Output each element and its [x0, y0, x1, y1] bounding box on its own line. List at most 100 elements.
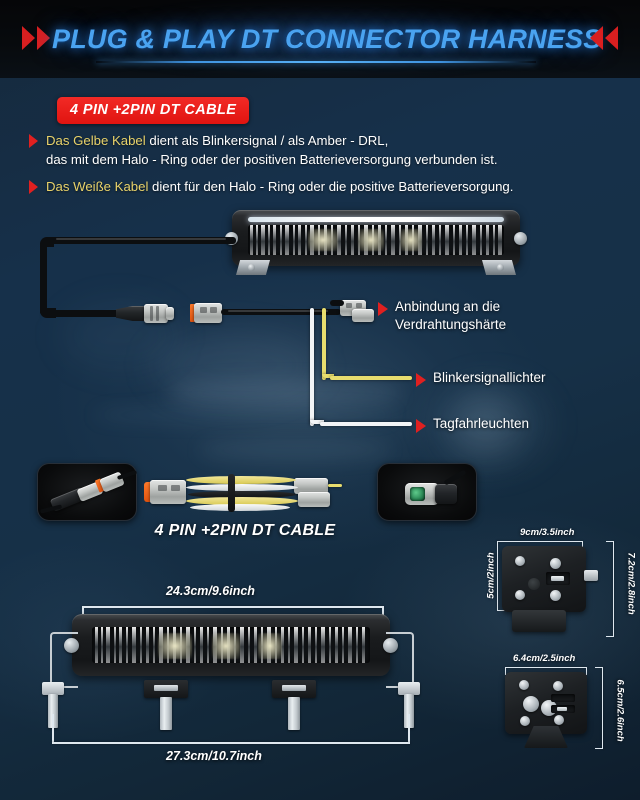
thumbnail-connector-pair	[37, 463, 137, 521]
led-light-bar-top	[225, 210, 527, 275]
dimension-line	[497, 541, 583, 542]
bolt-head-left	[42, 682, 64, 695]
cable-highlight	[56, 238, 226, 240]
bracket-stud-top	[584, 570, 598, 581]
bullet-white-wire: Das Weiße Kabel dient für den Halo - Rin…	[29, 177, 619, 196]
connector-rib	[158, 485, 167, 491]
bullet-highlight: Das Gelbe Kabel	[46, 133, 146, 148]
dimension-tick	[606, 636, 614, 637]
bracket-slot-insert	[551, 576, 564, 581]
bolt-shaft-right	[404, 694, 414, 728]
bolt-shaft-left	[48, 694, 58, 728]
background-blur-sweep	[200, 440, 390, 460]
mount-foot-insert	[154, 685, 178, 691]
callout-turn-signal: Blinkersignallichter	[416, 369, 546, 387]
main-cable-horizontal	[46, 237, 236, 244]
main-cable-left-vertical	[40, 241, 47, 315]
bracket-screw	[553, 681, 563, 691]
dimension-bar-total-width: 27.3cm/10.7inch	[166, 749, 262, 763]
dimension-line	[505, 667, 587, 668]
bracket-slot-insert	[557, 707, 567, 711]
thumbnail-connector-face	[377, 463, 477, 521]
connector-wedge-lock	[190, 304, 195, 322]
side-mount-knob	[383, 638, 398, 653]
bracket-photo-top	[502, 546, 586, 612]
dimension-line-top	[82, 606, 384, 608]
halo-ring-strip	[248, 217, 504, 222]
connector-rib	[200, 307, 207, 313]
dimension-bracket-top-right-height: 7.2cm/2.8inch	[625, 552, 637, 615]
triangle-right-icon	[29, 134, 38, 148]
thumbnail-wire	[39, 504, 63, 514]
dt-connector-right-2	[298, 492, 330, 507]
title-underline	[96, 61, 536, 63]
connector-rib	[171, 485, 180, 491]
dimension-tick	[582, 541, 583, 549]
bolt-shaft-inner-left	[160, 697, 172, 730]
triangle-right-icon	[378, 302, 388, 316]
connector-rib	[356, 303, 362, 308]
bracket-photo-bottom	[505, 672, 587, 734]
double-triangle-right-icon	[37, 26, 50, 50]
bracket-screw	[515, 590, 525, 600]
callout-line2: Verdrahtungshärte	[395, 317, 507, 332]
yellow-wire-vertical	[322, 308, 326, 380]
bracket-screw	[497, 264, 504, 271]
bracket-screw	[520, 716, 530, 726]
triangle-right-icon	[416, 419, 426, 433]
dimension-tick	[595, 748, 603, 749]
bullet-line2: das mit dem Halo - Ring oder der positiv…	[46, 152, 498, 167]
bullet-text: Das Gelbe Kabel dient als Blinkersignal …	[46, 131, 498, 169]
callout-text: Tagfahrleuchten	[433, 416, 530, 431]
bar-lead-cable	[330, 300, 344, 306]
header-arrows-left	[22, 26, 50, 50]
connector-rib	[156, 306, 159, 321]
harness-cable-run	[221, 309, 341, 315]
main-cable-bottom-horizontal	[52, 310, 120, 317]
triangle-right-icon	[29, 180, 38, 194]
connector-rib	[150, 306, 153, 321]
cable-type-badge: 4 PIN +2PIN DT CABLE	[57, 97, 250, 124]
header-banner: PLUG & PLAY DT CONNECTOR HARNESS	[0, 0, 640, 78]
white-wire-bend	[310, 420, 324, 424]
bracket-screw	[554, 715, 564, 725]
led-light-bar-bottom	[64, 614, 398, 680]
connector-rib	[346, 303, 352, 308]
main-cable-bend-bottom	[40, 308, 56, 318]
callout-text: Anbindung an die Verdrahtungshärte	[395, 298, 506, 334]
dimension-line	[602, 667, 603, 749]
dimension-tick	[606, 541, 614, 542]
bracket-arm-left	[50, 632, 78, 688]
dimension-tick	[382, 606, 384, 619]
double-triangle-left-icon	[605, 26, 618, 50]
connector-rear-boot	[435, 484, 457, 504]
bracket-screw-large	[523, 696, 539, 712]
dimension-bracket-top-width: 9cm/3.5inch	[520, 527, 575, 538]
bracket-arm-right	[386, 632, 414, 688]
background-blur-grille	[95, 408, 395, 422]
dt-connector-right	[294, 478, 328, 494]
callout-wiring-harness: Anbindung an die Verdrahtungshärte	[378, 298, 506, 334]
cable-boot	[116, 306, 146, 321]
dimension-tick	[586, 667, 587, 675]
light-bar-lens	[92, 627, 370, 663]
thumbnail-wire	[443, 469, 467, 486]
dimension-tick	[497, 610, 505, 611]
dimension-bracket-top-left-height: 5cm/2inch	[485, 552, 497, 599]
dt-connector-left	[150, 480, 186, 504]
bracket-screw	[515, 556, 525, 566]
double-triangle-left-icon	[590, 26, 603, 50]
mount-foot-insert	[282, 685, 306, 691]
bracket-foot-top	[512, 610, 566, 632]
dimension-tick	[82, 606, 84, 619]
cable-highlight	[228, 310, 328, 312]
coiled-harness-illustration	[142, 466, 342, 520]
white-wire-vertical	[310, 308, 314, 426]
callout-line1: Anbindung an die	[395, 299, 501, 314]
dimension-line	[497, 541, 498, 611]
bullet-rest: dient als Blinkersignal / als Amber - DR…	[145, 133, 389, 148]
bracket-slot	[551, 694, 575, 702]
page-title: PLUG & PLAY DT CONNECTOR HARNESS	[52, 24, 602, 54]
bracket-screw	[519, 680, 529, 690]
bracket-foot-bottom	[524, 726, 568, 748]
